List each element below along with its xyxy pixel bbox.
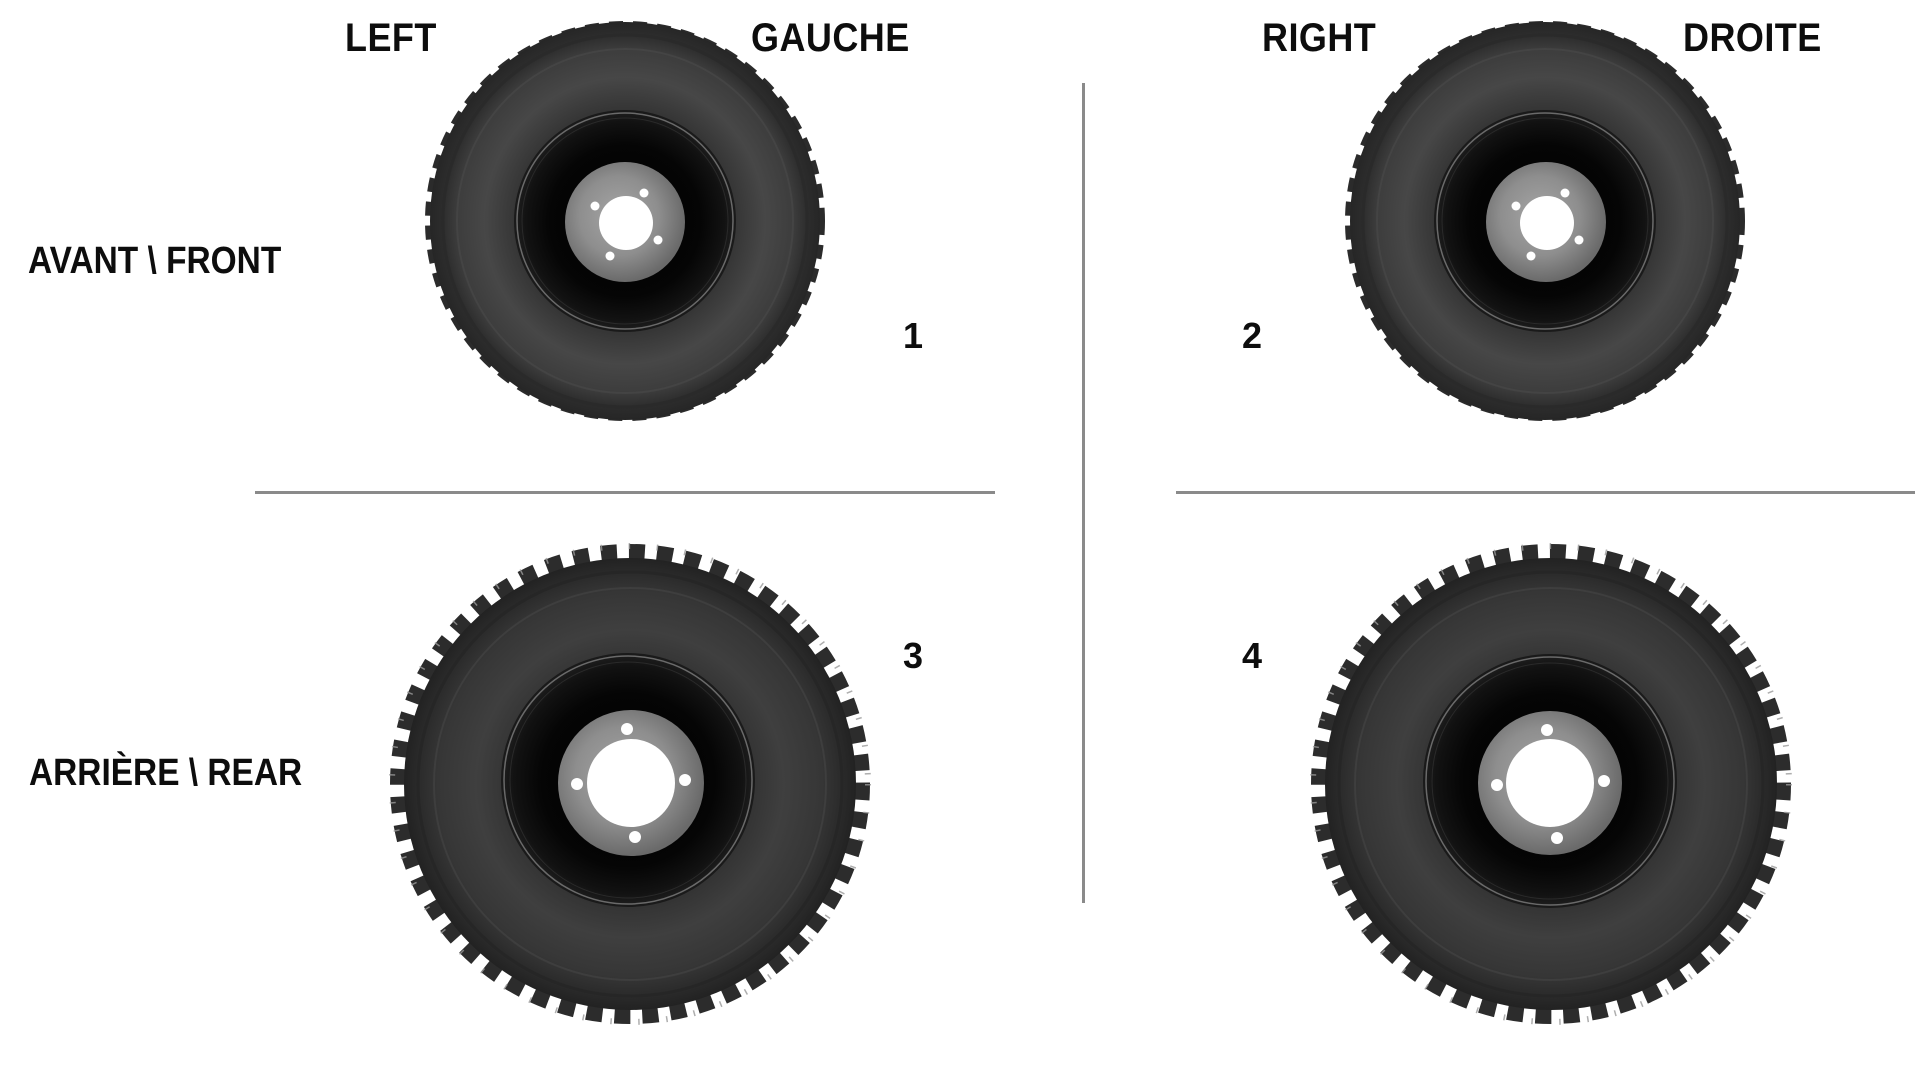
rear-tire-icon <box>1310 543 1792 1025</box>
tread-lugs <box>425 21 825 421</box>
row-label-rear: ARRIÈRE \ REAR <box>29 752 303 794</box>
horizontal-divider-left <box>255 491 995 494</box>
wheel-number-3: 3 <box>903 635 924 676</box>
column-header-left-fr: GAUCHE <box>751 16 910 60</box>
column-header-right-fr: DROITE <box>1683 16 1822 60</box>
wheel-4-rear-right <box>1309 543 1793 1025</box>
wheel-3-rear-left <box>388 543 872 1025</box>
column-header-right-en: RIGHT <box>1262 16 1377 60</box>
vertical-divider <box>1082 83 1085 903</box>
rear-tire-icon <box>389 543 871 1025</box>
wheel-number-2: 2 <box>1242 315 1263 356</box>
wheel-1-front-left <box>425 20 825 422</box>
front-tire-icon <box>425 21 825 421</box>
wheel-2-front-right <box>1345 20 1745 422</box>
column-header-left-en: LEFT <box>345 16 437 60</box>
tread-lugs <box>389 543 871 1025</box>
row-label-front: AVANT \ FRONT <box>28 240 282 282</box>
tread-lugs <box>1345 21 1745 421</box>
wheel-number-4: 4 <box>1242 635 1263 676</box>
tread-lugs <box>1310 543 1792 1025</box>
horizontal-divider-right <box>1176 491 1915 494</box>
wheel-number-1: 1 <box>903 315 924 356</box>
front-tire-icon <box>1345 21 1745 421</box>
